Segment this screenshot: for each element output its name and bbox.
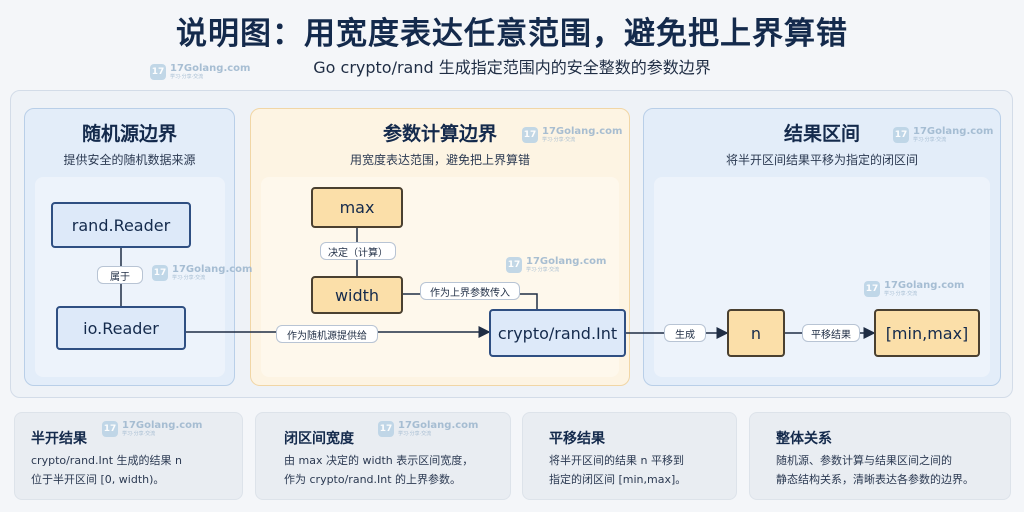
node-width: width	[311, 276, 403, 314]
watermark-logo-icon: 17	[150, 64, 166, 80]
card-overall-relation: 整体关系 随机源、参数计算与结果区间之间的 静态结构关系，清晰表达各参数的边界。	[749, 412, 1011, 500]
watermark-logo-icon: 17	[522, 127, 538, 143]
watermark-text: 17Golang.com	[170, 63, 251, 74]
watermark-subtext: 学习·分享·交流	[913, 137, 947, 143]
node-n: n	[727, 309, 785, 357]
card-line: 静态结构关系，清晰表达各参数的边界。	[776, 473, 974, 486]
panel-params-title: 参数计算边界	[382, 123, 497, 145]
node-max: max	[311, 187, 403, 228]
watermark-subtext: 学习·分享·交流	[526, 267, 560, 273]
panel-random-source-title: 随机源边界	[81, 123, 177, 145]
watermark-logo-icon: 17	[102, 421, 118, 437]
card-title: 闭区间宽度	[284, 431, 354, 447]
node-rand-reader: rand.Reader	[51, 202, 191, 248]
watermark-text: 17Golang.com	[122, 420, 203, 431]
panel-result-subtitle: 将半开区间结果平移为指定的闭区间	[725, 153, 918, 167]
node-range: [min,max]	[874, 309, 980, 357]
card-text: 将半开区间的结果 n 平移到 指定的闭区间 [min,max]。	[549, 451, 734, 489]
watermark-subtext: 学习·分享·交流	[884, 291, 918, 297]
page-subtitle: Go crypto/rand 生成指定范围内的安全整数的参数边界	[313, 58, 711, 77]
card-line: 将半开区间的结果 n 平移到	[549, 454, 684, 467]
card-title: 整体关系	[776, 431, 832, 447]
edge-label-decides: 决定（计算）	[320, 242, 396, 260]
edge-label-as-source: 作为随机源提供给	[276, 325, 378, 343]
card-title: 平移结果	[549, 431, 605, 447]
card-text: 由 max 决定的 width 表示区间宽度， 作为 crypto/rand.I…	[284, 451, 509, 489]
page-title: 说明图：用宽度表达任意范围，避免把上界算错	[176, 16, 848, 52]
node-rand-int: crypto/rand.Int	[489, 309, 626, 357]
card-line: 位于半开区间 [0, width)。	[31, 473, 165, 486]
watermark-text: 17Golang.com	[542, 126, 623, 137]
card-text: 随机源、参数计算与结果区间之间的 静态结构关系，清晰表达各参数的边界。	[776, 451, 1008, 489]
watermark-text: 17Golang.com	[526, 256, 607, 267]
edge-label-shift: 平移结果	[802, 324, 860, 342]
panel-random-source-subtitle: 提供安全的随机数据来源	[63, 153, 196, 167]
card-line: 指定的闭区间 [min,max]。	[549, 473, 687, 486]
panel-params-subtitle: 用宽度表达范围，避免把上界算错	[349, 153, 530, 167]
watermark-subtext: 学习·分享·交流	[398, 431, 432, 437]
watermark-logo-icon: 17	[378, 421, 394, 437]
panel-result-title: 结果区间	[783, 123, 860, 145]
edge-label-upper-param: 作为上界参数传入	[420, 282, 520, 300]
node-io-reader: io.Reader	[56, 306, 186, 350]
card-line: crypto/rand.Int 生成的结果 n	[31, 454, 183, 467]
card-line: 随机源、参数计算与结果区间之间的	[776, 454, 952, 467]
watermark-logo-icon: 17	[893, 127, 909, 143]
card-shift-result: 平移结果 将半开区间的结果 n 平移到 指定的闭区间 [min,max]。	[522, 412, 737, 500]
card-line: 作为 crypto/rand.Int 的上界参数。	[284, 473, 462, 486]
edge-label-belongs: 属于	[97, 266, 143, 284]
watermark-subtext: 学习·分享·交流	[122, 431, 156, 437]
watermark-text: 17Golang.com	[913, 126, 994, 137]
watermark-text: 17Golang.com	[398, 420, 479, 431]
watermark-subtext: 学习·分享·交流	[542, 137, 576, 143]
watermark-subtext: 学习·分享·交流	[170, 74, 204, 80]
card-half-open-result: 半开结果 crypto/rand.Int 生成的结果 n 位于半开区间 [0, …	[14, 412, 243, 500]
watermark-logo-icon: 17	[506, 257, 522, 273]
watermark-logo-icon: 17	[152, 265, 168, 281]
card-title: 半开结果	[31, 431, 87, 447]
card-line: 由 max 决定的 width 表示区间宽度，	[284, 454, 474, 467]
watermark-text: 17Golang.com	[884, 280, 965, 291]
edge-label-generates: 生成	[664, 324, 706, 342]
watermark-subtext: 学习·分享·交流	[172, 275, 206, 281]
watermark-logo-icon: 17	[864, 281, 880, 297]
card-text: crypto/rand.Int 生成的结果 n 位于半开区间 [0, width…	[31, 451, 241, 489]
watermark-text: 17Golang.com	[172, 264, 253, 275]
